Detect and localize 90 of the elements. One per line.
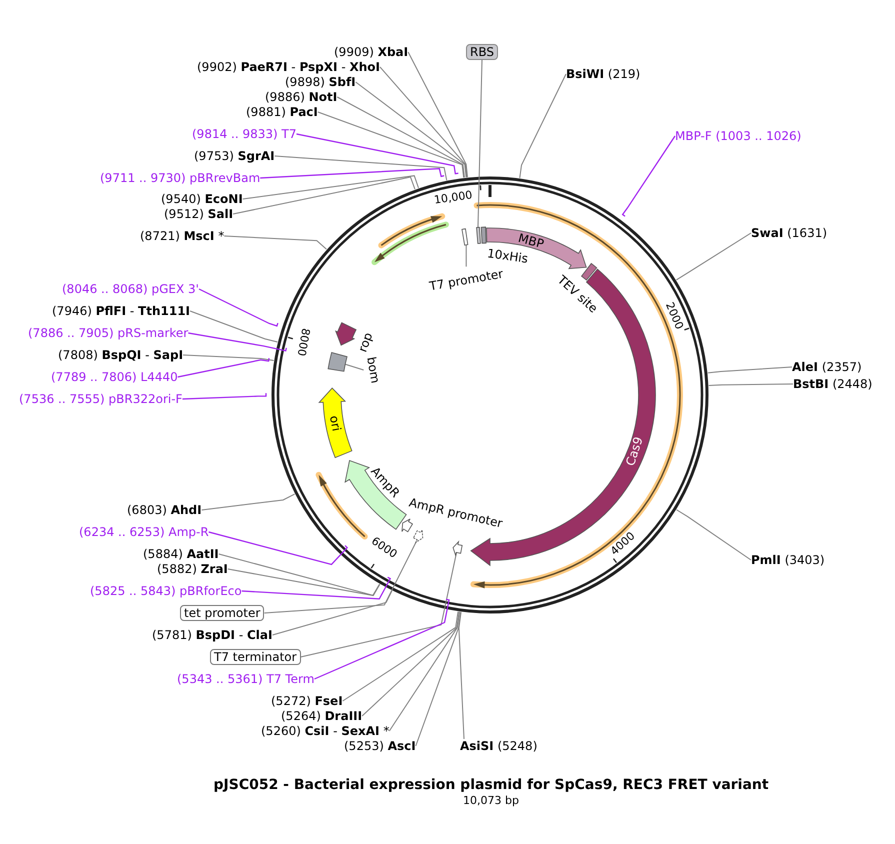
restriction-site-label: (5882) ZraI xyxy=(157,562,228,576)
primer-label: MBP-F (1003 .. 1026) xyxy=(675,129,802,143)
leader-line xyxy=(676,509,752,560)
leader-line xyxy=(218,554,380,596)
feature-label: bom xyxy=(364,356,382,384)
leader-line xyxy=(415,612,462,746)
leader-line xyxy=(408,52,468,178)
scale-number: 2000 xyxy=(662,300,685,332)
feature-mark xyxy=(452,540,464,557)
leader-line xyxy=(519,74,566,179)
primer-label: (9814 .. 9833) T7 xyxy=(192,127,296,141)
restriction-site-label: (9902) PaeR7I - PspXI - XhoI xyxy=(197,60,380,74)
leader-line xyxy=(182,354,274,362)
restriction-site-label: (9886) NotI xyxy=(265,90,338,104)
feature-mark xyxy=(475,226,482,245)
leader-line xyxy=(224,236,327,250)
leader-line xyxy=(314,598,450,680)
leader-line xyxy=(300,552,458,658)
restriction-site-label: PmlI (3403) xyxy=(751,553,825,567)
feature-mark xyxy=(460,227,469,247)
leader-line xyxy=(272,590,392,636)
scale-number: 8000 xyxy=(295,326,312,357)
restriction-site-label: (5884) AatII xyxy=(143,547,219,561)
feature-tag: T7 terminator xyxy=(210,649,301,665)
leader-line xyxy=(466,244,467,268)
leader-line xyxy=(676,232,752,280)
leader-line xyxy=(317,112,464,178)
leader-line xyxy=(478,60,482,228)
primer-label: (8046 .. 8068) pGEX 3' xyxy=(62,282,199,296)
restriction-site-label: (9881) PacI xyxy=(246,105,318,119)
leader-line xyxy=(198,288,278,327)
gene-feature: ori xyxy=(318,387,353,459)
restriction-site-label: (9540) EcoNI xyxy=(161,192,243,206)
primer-label: (7536 .. 7555) pBR322ori-F xyxy=(19,392,182,406)
restriction-site-label: (5272) FseI xyxy=(271,694,343,708)
leader-line xyxy=(227,568,380,596)
leader-line xyxy=(296,133,458,174)
restriction-site-label: SwaI (1631) xyxy=(751,226,828,240)
leader-line xyxy=(242,175,420,200)
scale-number: 10,000 xyxy=(433,190,474,207)
leader-line xyxy=(707,366,792,374)
restriction-site-label: (5253) AscI xyxy=(344,739,416,753)
restriction-site-label: (5264) DraIII xyxy=(281,709,362,723)
leader-line xyxy=(208,531,348,566)
leader-line xyxy=(182,393,267,400)
restriction-site-label: (8721) MscI* xyxy=(140,229,224,243)
primer-label: (9711 .. 9730) pBRrevBam xyxy=(100,171,260,185)
restriction-site-label: AsiSI (5248) xyxy=(460,739,538,753)
restriction-site-label: BsiWI (219) xyxy=(566,67,640,81)
restriction-site-label: (5260) CsiI - SexAI* xyxy=(261,724,390,738)
leader-line xyxy=(264,539,418,614)
primer-label: (5343 .. 5361) T7 Term xyxy=(177,672,314,686)
primer-label: (7789 .. 7806) L4440 xyxy=(51,370,178,384)
leader-line xyxy=(355,82,467,178)
leader-line xyxy=(274,156,448,181)
leader-line xyxy=(260,168,444,179)
restriction-site-label: (9909) XbaI xyxy=(334,45,408,59)
leader-line xyxy=(388,611,460,732)
primer-label: (5825 .. 5843) pBRforEco xyxy=(90,584,242,598)
restriction-site-label: AleI (2357) xyxy=(792,360,862,374)
leader-line xyxy=(336,96,465,178)
feature-mark xyxy=(412,528,424,544)
restriction-site-label: (9753) SgrAI xyxy=(194,149,275,163)
restriction-site-label: (7808) BspQI - SapI xyxy=(58,348,184,362)
restriction-site-label: BstBI (2448) xyxy=(793,377,872,391)
leader-line xyxy=(362,611,460,716)
restriction-site-label: (5781) BspDI - ClaI xyxy=(152,628,272,642)
feature-tag: tet promoter xyxy=(180,605,264,621)
plasmid-size: 10,073 bp xyxy=(463,794,519,808)
leader-line xyxy=(342,611,458,702)
leader-line xyxy=(708,384,794,386)
primer-label: (6234 .. 6253) Amp-R xyxy=(79,525,209,539)
leader-line xyxy=(232,176,416,214)
restriction-site-label: (7946) PflFI - Tth111I xyxy=(52,304,190,318)
restriction-site-label: (9898) SbfI xyxy=(285,75,356,89)
leader-line xyxy=(242,576,392,600)
leader-line xyxy=(178,358,270,378)
leader-line xyxy=(379,66,468,178)
leader-line xyxy=(201,494,296,510)
leader-line xyxy=(458,612,464,740)
restriction-site-label: (9512) SalI xyxy=(164,207,234,221)
map-title: pJSC052 - Bacterial expression plasmid for SpCas9, REC3 FRET variant xyxy=(214,777,769,794)
leader-line xyxy=(622,136,676,217)
leader-line xyxy=(188,332,287,352)
gene-feature: rop xyxy=(334,321,376,354)
restriction-site-label: (6803) AhdI xyxy=(127,503,202,517)
leader-line xyxy=(344,364,364,370)
primer-label: (7886 .. 7905) pRS-marker xyxy=(28,326,188,340)
leader-line xyxy=(190,310,278,343)
feature-tag: RBS xyxy=(466,44,498,60)
